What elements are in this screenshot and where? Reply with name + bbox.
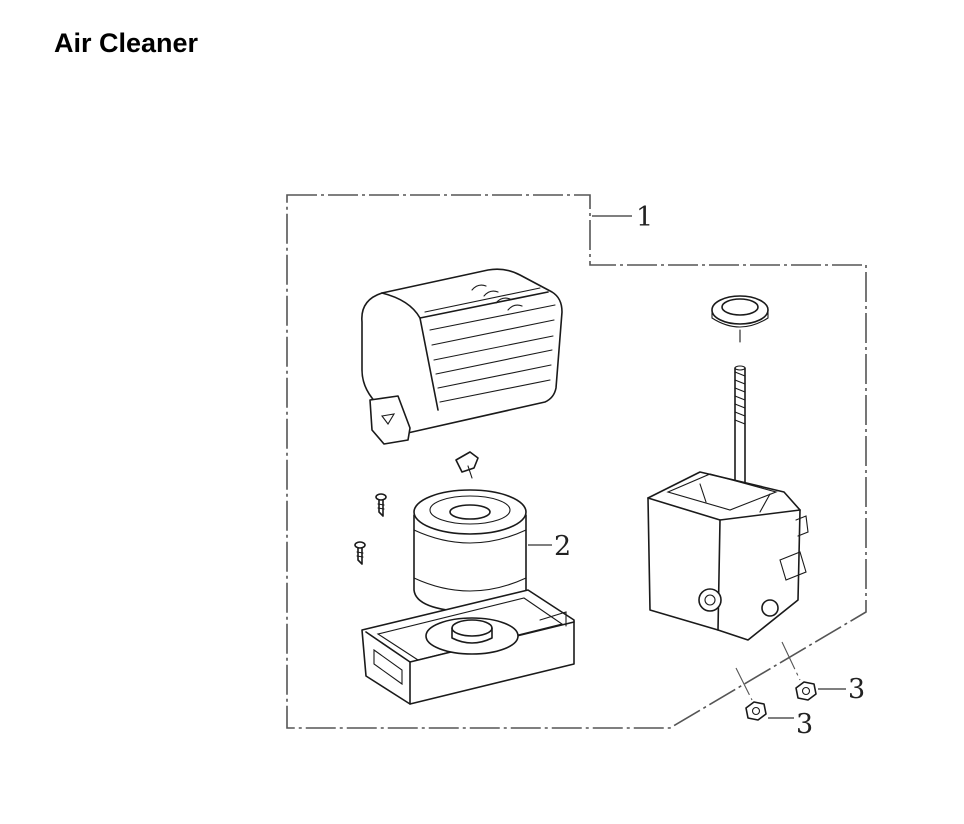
screw-upper	[375, 493, 387, 517]
callout-3a: 3	[848, 674, 865, 705]
flange-nut-right	[795, 681, 817, 701]
screw-lower	[354, 541, 366, 565]
callout-1: 1	[636, 202, 653, 233]
air-cleaner-housing	[647, 471, 809, 641]
callout-3b: 3	[796, 709, 813, 740]
callout-2: 2	[554, 531, 571, 562]
centerline-nut-left	[735, 667, 753, 701]
flange-nut-left	[745, 701, 767, 721]
page-title: Air Cleaner	[54, 28, 199, 58]
gasket-ring	[711, 295, 769, 343]
centerline-nut-right	[781, 641, 801, 681]
filter-clip	[455, 451, 479, 479]
air-cleaner-base	[361, 589, 575, 705]
stud-bolt	[734, 365, 746, 501]
assembly-boundary	[286, 194, 867, 729]
filter-element	[413, 489, 527, 613]
air-cleaner-cover	[361, 268, 563, 445]
